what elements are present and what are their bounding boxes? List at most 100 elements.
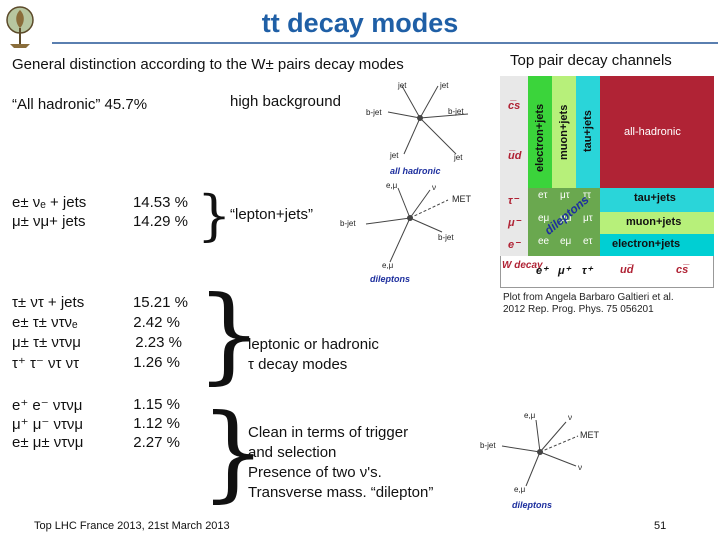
- all-hadronic-band-label: all-hadronic: [624, 126, 681, 138]
- decay-channel-grid: all-hadronic electron+jets muon+jets tau…: [500, 76, 714, 288]
- diagram-label: e,μ: [514, 485, 526, 494]
- electron-jets-value: 14.53 %: [132, 194, 188, 211]
- dilepton-block: [528, 188, 600, 256]
- dilepton-cell: μτ: [583, 213, 593, 224]
- diagram-label: ν: [432, 183, 436, 192]
- muon-jets-row: [600, 212, 714, 234]
- row-label: u̅d: [508, 150, 522, 162]
- diagram-caption: all hadronic: [390, 166, 441, 176]
- ee-value: 1.15 %: [133, 396, 180, 413]
- dilepton-note-line2: and selection: [248, 444, 337, 461]
- diagram-label: MET: [452, 194, 472, 204]
- diagram-label: jet: [453, 153, 463, 162]
- diagram-label: e,μ: [382, 261, 394, 270]
- title-divider: [52, 42, 718, 44]
- page-title: tt decay modes: [261, 8, 459, 38]
- dilepton-cell: μμ: [560, 213, 572, 224]
- diagram-label: b-jet: [480, 441, 496, 450]
- tau-tau-label: τ⁺ τ⁻ ντ ντ: [12, 355, 80, 372]
- dilepton-cell: eτ: [583, 236, 593, 247]
- diagram-label: jet: [389, 151, 399, 160]
- dilepton-brace: }: [200, 391, 267, 513]
- col-label: μ⁺: [558, 265, 571, 277]
- tau-jets-row: [600, 188, 714, 212]
- diagram-label: ν: [568, 413, 572, 422]
- right-panel-title: Top pair decay channels: [510, 52, 672, 69]
- lepton-jets-diagram: e,μ ν MET b-jet b-jet e,μ dileptons: [340, 181, 472, 284]
- tau-tau-value: 1.26 %: [133, 354, 180, 371]
- diagram-label: b-jet: [448, 107, 464, 116]
- diagram-label: jet: [397, 81, 407, 90]
- lepton-jets-note: “lepton+jets”: [230, 206, 313, 223]
- dilepton-cell: eτ: [538, 190, 548, 201]
- row-label-column: [500, 76, 528, 256]
- dilepton-cell: eμ: [560, 236, 572, 247]
- muon-jets-column: [552, 76, 576, 188]
- dilepton-diagram: e,μ ν MET b-jet ν e,μ dileptons: [480, 411, 600, 510]
- row-label: μ⁻: [508, 217, 521, 229]
- col-label: e⁺: [536, 265, 548, 277]
- dilepton-cell: μτ: [560, 190, 570, 201]
- page-number: 51: [654, 520, 667, 532]
- all-hadronic-diagram: jet jet b-jet jet b-jet jet all hadronic: [366, 81, 469, 176]
- diagram-label: MET: [580, 430, 600, 440]
- corner-label: W decay: [502, 260, 543, 271]
- diagram-caption: dileptons: [370, 274, 410, 284]
- electron-jets-row: [600, 234, 714, 256]
- all-hadronic-note: high background: [230, 93, 341, 110]
- muon-jets-value: 14.29 %: [132, 213, 188, 230]
- emu-value: 2.27 %: [133, 434, 180, 451]
- dilepton-cell: eμ: [538, 213, 550, 224]
- mumu-label: μ⁺ μ⁻ ντνμ: [12, 416, 84, 433]
- tau-jets-value: 15.21 %: [132, 294, 188, 311]
- electron-jets-label: e± νₑ + jets: [12, 194, 87, 211]
- row-label: e⁻: [508, 239, 520, 251]
- diagram-label: ν: [578, 463, 582, 472]
- tau-jets-label: τ± ντ + jets: [12, 294, 85, 311]
- dilepton-note-line4: Transverse mass. “dilepton”: [248, 484, 434, 501]
- col-label: τ⁺: [582, 265, 593, 277]
- dilepton-cell: ee: [538, 236, 550, 247]
- all-hadronic-block: [600, 76, 714, 188]
- all-hadronic-label: “All hadronic” 45.7%: [12, 96, 148, 113]
- diagram-label: b-jet: [438, 233, 454, 242]
- dilepton-cell: ττ: [583, 190, 591, 201]
- muon-jets-col-label: muon+jets: [558, 104, 570, 160]
- tau-note-line2: τ decay modes: [248, 356, 348, 373]
- plot-credit-line2: 2012 Rep. Prog. Phys. 75 056201: [503, 304, 654, 315]
- col-label: ud̅: [620, 264, 634, 276]
- tau-jets-row-label: tau+jets: [634, 192, 676, 204]
- e-tau-label: e± τ± ντνₑ: [12, 314, 78, 331]
- tau-brace: }: [196, 273, 263, 395]
- mu-tau-value: 2.23 %: [135, 334, 182, 351]
- electron-jets-row-label: electron+jets: [612, 238, 681, 250]
- e-tau-value: 2.42 %: [133, 314, 180, 331]
- dilepton-note-line1: Clean in terms of trigger: [248, 424, 409, 441]
- mumu-value: 1.12 %: [133, 415, 180, 432]
- col-label: cs̅: [676, 264, 689, 276]
- electron-jets-col-label: electron+jets: [534, 103, 546, 172]
- subtitle: General distinction according to the W± …: [12, 56, 404, 73]
- diagram-caption: dileptons: [512, 500, 552, 510]
- ee-label: e⁺ e⁻ ντνμ: [12, 397, 83, 414]
- row-label: τ⁻: [508, 195, 519, 207]
- footer-text: Top LHC France 2013, 21st March 2013: [34, 520, 230, 532]
- electron-jets-column: [528, 76, 552, 188]
- diagram-label: b-jet: [366, 108, 382, 117]
- institution-logo-icon: [6, 6, 34, 48]
- tau-jets-column: [576, 76, 600, 188]
- diagram-label: jet: [439, 81, 449, 90]
- mu-tau-label: μ± τ± ντνμ: [12, 334, 81, 351]
- muon-jets-row-label: muon+jets: [626, 216, 682, 228]
- emu-label: e± μ± ντνμ: [12, 434, 84, 451]
- muon-jets-label: μ± νμ+ jets: [12, 213, 86, 230]
- tau-note-line1: leptonic or hadronic: [248, 336, 379, 353]
- diagram-label: e,μ: [386, 181, 398, 190]
- diagram-label: b-jet: [340, 219, 356, 228]
- dilepton-note-line3: Presence of two ν's.: [248, 464, 382, 481]
- plot-credit-line1: Plot from Angela Barbaro Galtieri et al.: [503, 292, 674, 303]
- lepton-jets-brace: }: [197, 184, 232, 247]
- row-label: c̅s: [508, 100, 521, 112]
- diagram-label: e,μ: [524, 411, 536, 420]
- tau-jets-col-label: tau+jets: [582, 110, 594, 152]
